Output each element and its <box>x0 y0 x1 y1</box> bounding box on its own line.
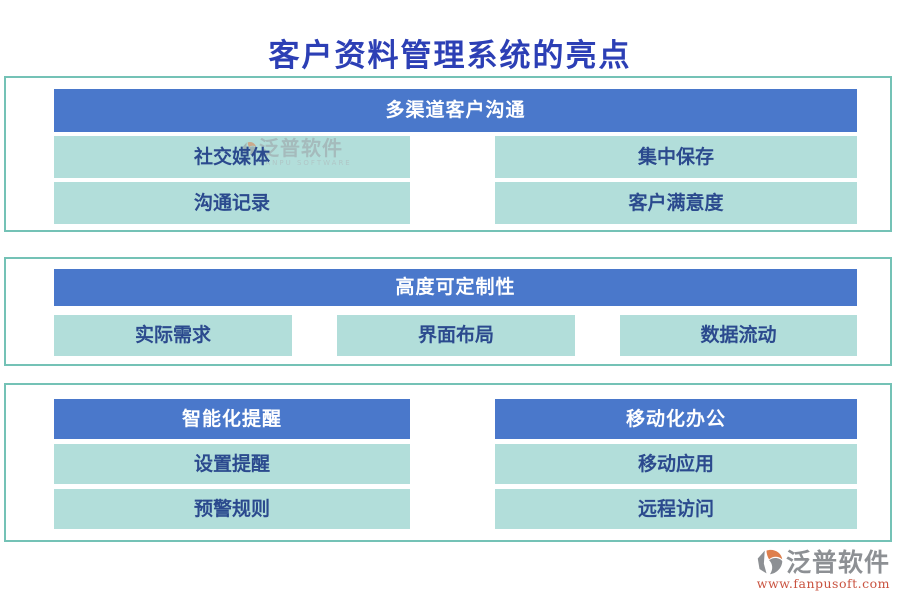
section-header-mobile-office: 移动化办公 <box>495 399 857 439</box>
section-customizability: 高度可定制性 实际需求 界面布局 数据流动 <box>4 257 892 366</box>
item-remote-access: 远程访问 <box>495 489 857 529</box>
section-smart-and-mobile: 智能化提醒 设置提醒 预警规则 移动化办公 移动应用 远程访问 <box>4 383 892 542</box>
item-actual-needs-label: 实际需求 <box>134 324 211 346</box>
item-mobile-app-label: 移动应用 <box>637 453 714 475</box>
fanpu-logo: 泛普软件 www.fanpusoft.com <box>756 548 890 591</box>
item-data-flow-label: 数据流动 <box>700 324 777 346</box>
item-mobile-app: 移动应用 <box>495 444 857 484</box>
fanpu-watermark-icon <box>242 141 257 155</box>
column-smart-reminder: 智能化提醒 设置提醒 预警规则 <box>54 399 410 534</box>
item-social-media: 社交媒体 <box>54 136 410 178</box>
item-customer-satisfaction-label: 客户满意度 <box>628 192 724 214</box>
fanpu-logo-name: 泛普软件 <box>785 547 890 577</box>
section-customizability-items: 实际需求 界面布局 数据流动 <box>54 315 857 356</box>
item-set-reminder-label: 设置提醒 <box>193 453 270 475</box>
item-set-reminder: 设置提醒 <box>54 444 410 484</box>
item-customer-satisfaction: 客户满意度 <box>495 182 857 224</box>
section-header-multichannel: 多渠道客户沟通 <box>54 89 857 132</box>
item-data-flow: 数据流动 <box>620 315 857 356</box>
item-social-media-label: 社交媒体 <box>193 146 270 168</box>
item-remote-access-label: 远程访问 <box>637 498 714 520</box>
section-bottom-columns: 智能化提醒 设置提醒 预警规则 移动化办公 移动应用 远程访问 <box>54 399 857 534</box>
item-actual-needs: 实际需求 <box>54 315 292 356</box>
watermark-subtext: FANPU SOFTWARE <box>260 159 352 167</box>
item-centralized-storage-label: 集中保存 <box>637 146 714 168</box>
item-warning-rules: 预警规则 <box>54 489 410 529</box>
item-warning-rules-label: 预警规则 <box>193 498 270 520</box>
fanpu-watermark: 泛普软件 FANPU SOFTWARE <box>242 138 352 167</box>
page-title: 客户资料管理系统的亮点 <box>268 38 632 74</box>
column-mobile-office: 移动化办公 移动应用 远程访问 <box>495 399 857 534</box>
section-header-customizability: 高度可定制性 <box>54 269 857 306</box>
fanpu-logo-url[interactable]: www.fanpusoft.com <box>756 576 890 591</box>
section-multichannel-communication: 多渠道客户沟通 社交媒体 集中保存 沟通记录 客户满意度 泛普软件 FANPU … <box>4 76 892 232</box>
item-communication-records: 沟通记录 <box>54 182 410 224</box>
watermark-text: 泛普软件 <box>259 136 343 160</box>
item-interface-layout-label: 界面布局 <box>417 324 494 346</box>
fanpu-logo-icon <box>757 549 783 575</box>
item-communication-records-label: 沟通记录 <box>193 192 270 214</box>
section-multichannel-items: 社交媒体 集中保存 沟通记录 客户满意度 <box>54 136 857 224</box>
item-centralized-storage: 集中保存 <box>495 136 857 178</box>
item-interface-layout: 界面布局 <box>337 315 575 356</box>
section-header-smart-reminder: 智能化提醒 <box>54 399 410 439</box>
